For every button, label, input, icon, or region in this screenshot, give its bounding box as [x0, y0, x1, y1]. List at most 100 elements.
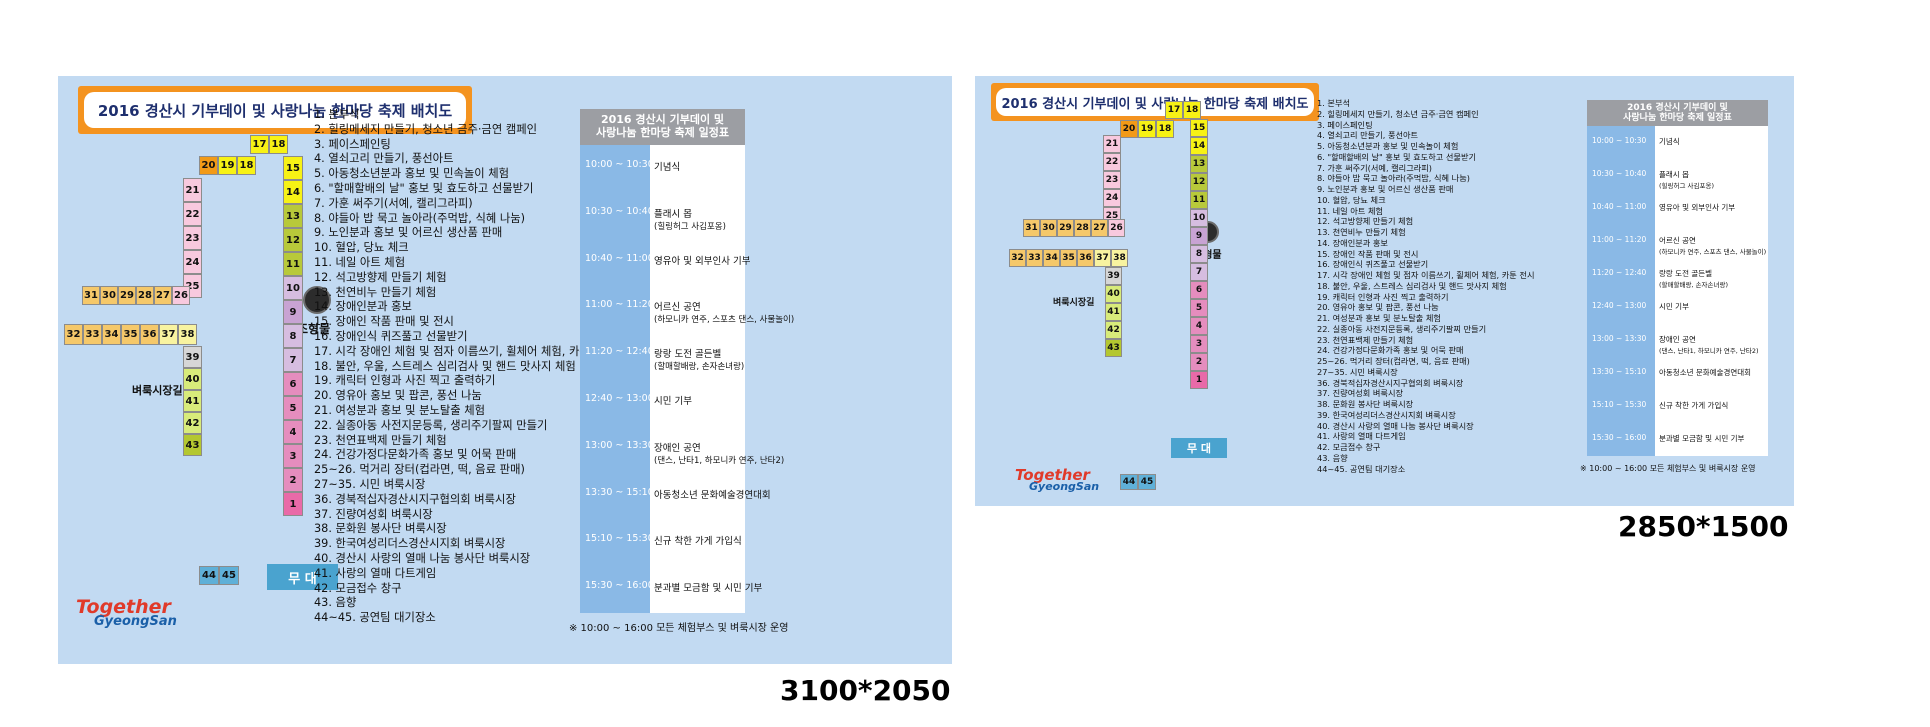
together-gyeongsan-logo: Together GyeongSan: [1015, 466, 1099, 493]
schedule-event-title: 시민 기부: [654, 396, 692, 408]
booth-list-item: 23. 천연표백제 만들기 체험: [314, 433, 447, 447]
booth-list-item: 4. 열쇠고리 만들기, 풍선아트: [1317, 130, 1419, 141]
schedule-time: 12:40 ~ 13:00: [585, 393, 654, 405]
booth-list-item: 2. 힐링메세지 만들기, 청소년 금주·금연 캠페인: [314, 122, 537, 136]
schedule-event-title: 신규 착한 가게 가입식: [1659, 400, 1729, 410]
booth-list-item: 38. 문화원 봉사단 벼룩시장: [314, 522, 447, 536]
layout-board-small: 2016 경산시 기부데이 및 사랑나눔 한마당 축제 배치도 조형물 벼룩시장…: [975, 76, 1794, 506]
schedule-event-title: 기념식: [1659, 136, 1680, 146]
booth-4: 4: [283, 420, 303, 444]
schedule-event-title: 영유아 및 외부인사 기부: [1659, 202, 1736, 212]
booth-36: 36: [1077, 249, 1094, 267]
booth-20: 20: [199, 156, 218, 175]
sculpture-label: 조형물: [297, 322, 331, 336]
schedule-event-title: 어르신 공연: [1659, 235, 1696, 245]
booth-45: 45: [1138, 474, 1156, 490]
booth-27: 27: [1091, 219, 1108, 237]
booth-list-item: 12. 석고방향제 만들기 체험: [314, 270, 447, 284]
booth-14: 14: [283, 180, 303, 204]
booth-list-item: 3. 페이스페인팅: [314, 137, 391, 151]
booth-list-item: 9. 노인분과 홍보 및 어르신 생산품 판매: [1317, 184, 1454, 194]
booth-list-item: 43. 음향: [314, 596, 357, 610]
booth-42: 42: [183, 412, 202, 434]
booth-44: 44: [199, 566, 219, 585]
schedule-event-title: 장애인 공연: [1659, 334, 1696, 344]
booth-list-item: 10. 혈압, 당뇨 체크: [1317, 194, 1386, 205]
booth-32: 32: [64, 324, 83, 345]
booth-list-item: 39. 한국여성리더스경산시지회 벼룩시장: [1317, 409, 1456, 420]
schedule-event-title: 랑랑 도전 골든벨: [654, 349, 722, 361]
booth-18: 18: [237, 156, 256, 175]
logo-line1: Together: [76, 596, 171, 618]
booth-15: 15: [1190, 119, 1208, 137]
board-title: 2016 경산시 기부데이 및 사랑나눔 한마당 축제 배치도: [78, 86, 472, 134]
schedule-event: 랑랑 도전 골든벨(할매할배랑, 손자손녀랑): [654, 346, 744, 372]
schedule-event-title: 신규 착한 가게 가입식: [654, 536, 742, 548]
booth-list-item: 11. 네일 아트 체험: [314, 255, 406, 269]
schedule-time: 13:30 ~ 15:10: [585, 486, 654, 498]
booth-15: 15: [283, 156, 303, 180]
schedule-time: 10:00 ~ 10:30: [585, 159, 654, 171]
booth-31: 31: [82, 286, 100, 305]
schedule-time: 13:00 ~ 13:30: [585, 439, 654, 451]
booth-list-item: 9. 노인분과 홍보 및 어르신 생산품 판매: [314, 226, 503, 240]
schedule-time: 15:30 ~ 16:00: [1592, 432, 1647, 442]
schedule-event-title: 아동청소년 문화예술경연대회: [654, 489, 771, 501]
schedule-event: 영유아 및 외부인사 기부: [654, 253, 750, 267]
schedule-table: 2016 경산시 기부데이 및 사랑나눔 한마당 축제 일정표 10:00 ~ …: [1587, 100, 1768, 456]
schedule-event: 어르신 공연(하모니카 연주, 스포츠 댄스, 사물놀이): [1659, 235, 1766, 256]
booth-41: 41: [183, 390, 202, 412]
board-title-text: 2016 경산시 기부데이 및 사랑나눔 한마당 축제 배치도: [996, 88, 1314, 116]
booth-6: 6: [1190, 281, 1208, 299]
schedule-time: 15:30 ~ 16:00: [585, 580, 654, 592]
booth-23: 23: [1103, 171, 1121, 189]
booth-44: 44: [1120, 474, 1138, 490]
booth-19: 19: [218, 156, 237, 175]
schedule-event: 랑랑 도전 골든벨(할매할배랑, 손자손녀랑): [1659, 268, 1728, 289]
booth-8: 8: [283, 324, 303, 348]
booth-list-item: 15. 장애인 작품 판매 및 전시: [314, 315, 454, 329]
booth-11: 11: [1190, 191, 1208, 209]
booth-list-item: 10. 혈압, 당뇨 체크: [314, 241, 409, 255]
schedule-header: 2016 경산시 기부데이 및 사랑나눔 한마당 축제 일정표: [1587, 100, 1768, 126]
schedule-event-title: 영유아 및 외부인사 기부: [654, 255, 751, 267]
booth-42: 42: [1105, 321, 1122, 339]
booth-27: 27: [154, 286, 172, 305]
schedule-event: 시민 기부: [1659, 301, 1689, 312]
booth-21: 21: [1103, 135, 1121, 153]
booth-17: 17: [250, 135, 269, 154]
schedule-time: 11:00 ~ 11:20: [1592, 234, 1647, 244]
booth-39: 39: [183, 346, 202, 368]
booth-list-item: 37. 진량여성회 벼룩시장: [1317, 388, 1404, 399]
booth-list-item: 20. 영유아 홍보 및 팝콘, 풍선 나눔: [1317, 302, 1439, 313]
booth-list-item: 44~45. 공연팀 대기장소: [1317, 463, 1406, 474]
booth-list-item: 18. 불안, 우울, 스트레스 심리검사 및 핸드 맛사지 체험: [1317, 280, 1507, 291]
schedule-time: 11:00 ~ 11:20: [585, 299, 654, 311]
booth-list-item: 8. 야들아 밥 묵고 놀아라(주먹밥, 식혜 나눔): [1317, 173, 1470, 184]
booth-38: 38: [178, 324, 197, 345]
schedule-event: 기념식: [654, 159, 680, 173]
schedule-event: 어르신 공연(하모니카 연주, 스포츠 댄스, 사물놀이): [654, 299, 794, 325]
schedule-time-column: [580, 145, 650, 613]
booth-37: 37: [159, 324, 178, 345]
booth-9: 9: [283, 300, 303, 324]
booth-2: 2: [1190, 353, 1208, 371]
schedule-event: 신규 착한 가게 가입식: [654, 533, 742, 547]
booth-35: 35: [121, 324, 140, 345]
schedule-event-title: 장애인 공연: [654, 442, 701, 454]
schedule-time: 10:40 ~ 11:00: [585, 252, 654, 264]
booth-list-item: 16. 장애인식 퀴즈풀고 선물받기: [314, 329, 468, 343]
booth-24: 24: [183, 250, 202, 274]
booth-35: 35: [1060, 249, 1077, 267]
booth-list-item: 21. 여성분과 홍보 및 분노탈출 체험: [1317, 313, 1441, 323]
size-label-small: 2850*1500: [1618, 510, 1789, 543]
booth-28: 28: [136, 286, 154, 305]
